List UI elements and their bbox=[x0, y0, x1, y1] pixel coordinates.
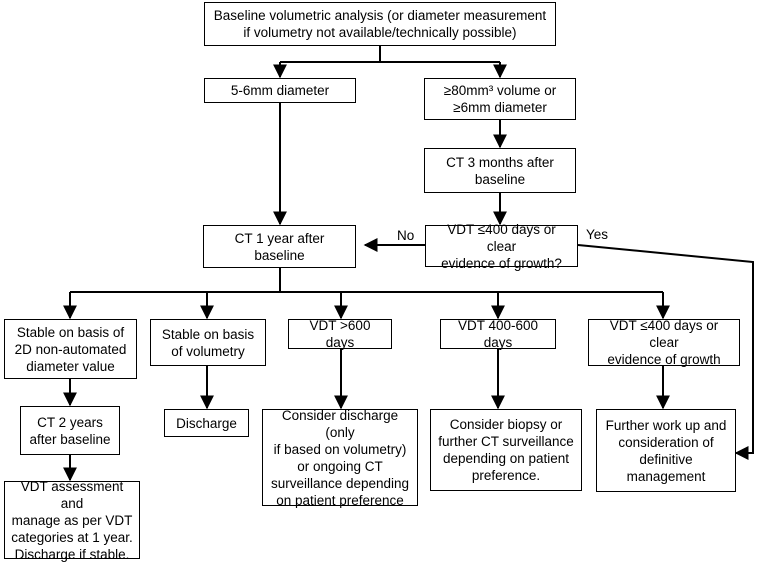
node-vdt-400-600: VDT 400-600 days bbox=[440, 318, 556, 350]
node-baseline: Baseline volumetric analysis (or diamete… bbox=[204, 2, 556, 46]
node-stable-2d: Stable on basis of 2D non-automated diam… bbox=[4, 319, 137, 379]
node-ct-1-year: CT 1 year after baseline bbox=[203, 225, 356, 268]
node-ct-3-months: CT 3 months after baseline bbox=[424, 148, 576, 193]
node-consider-biopsy: Consider biopsy or further CT surveillan… bbox=[430, 409, 582, 491]
edge-ct1y-bus bbox=[70, 268, 663, 293]
node-5-6mm-diameter: 5-6mm diameter bbox=[204, 78, 356, 103]
node-further-workup: Further work up and consideration of def… bbox=[596, 409, 736, 492]
edge-label-no: No bbox=[397, 228, 415, 243]
edge-baseline-split bbox=[280, 46, 500, 63]
node-stable-volumetry: Stable on basis of volumetry bbox=[150, 319, 266, 366]
node-vdt-over-600: VDT >600 days bbox=[288, 318, 392, 350]
node-80mm3-or-6mm: ≥80mm³ volume or ≥6mm diameter bbox=[424, 78, 576, 120]
node-consider-discharge: Consider discharge (only if based on vol… bbox=[262, 408, 418, 508]
node-vdt-under-400: VDT ≤400 days or clear evidence of growt… bbox=[588, 318, 740, 367]
node-vdt-question: VDT ≤400 days or clear evidence of growt… bbox=[425, 222, 578, 271]
edge-vdtq-yes bbox=[577, 244, 754, 460]
edge-label-yes: Yes bbox=[586, 227, 609, 242]
node-discharge: Discharge bbox=[164, 409, 249, 437]
node-vdt-assessment: VDT assessment and manage as per VDT cat… bbox=[4, 479, 140, 562]
node-ct-2-years: CT 2 years after baseline bbox=[20, 406, 120, 455]
